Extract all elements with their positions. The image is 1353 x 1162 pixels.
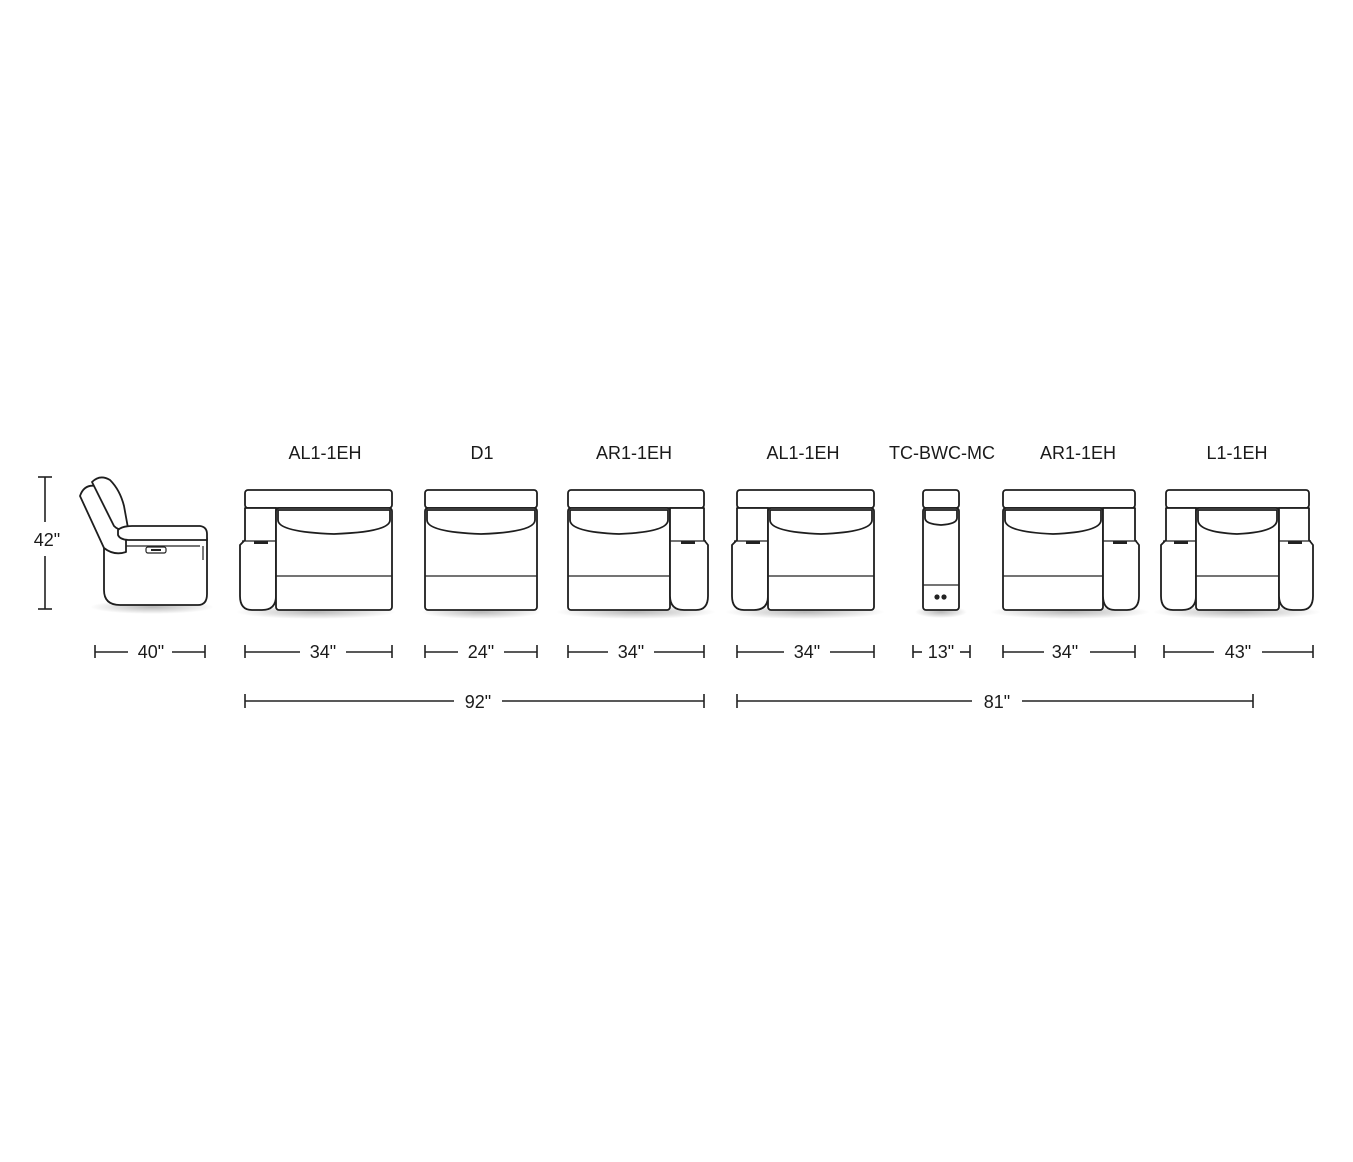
- module-al1-1eh-2: [725, 489, 885, 619]
- group-total-1: 92": [465, 692, 491, 712]
- group-total-dimensions: 92" 81": [244, 692, 1254, 712]
- side-depth-dimension: 40": [94, 642, 206, 662]
- module-label-2: D1: [470, 443, 493, 463]
- height-label: 42": [34, 530, 60, 550]
- module-label-5: TC-BWC-MC: [889, 443, 995, 463]
- module-width-4: 34": [794, 642, 820, 662]
- module-ar1-1eh-2: [990, 489, 1150, 619]
- module-width-6: 34": [1052, 642, 1078, 662]
- module-labels: AL1-1EH D1 AR1-1EH AL1-1EH TC-BWC-MC AR1…: [288, 443, 1267, 463]
- module-width-dimensions: 34" 24" 34" 34" 13" 34" 43: [244, 642, 1314, 662]
- cupholder-icon: [941, 594, 947, 600]
- module-ar1-1eh-1: [556, 489, 716, 619]
- height-dimension: 42": [34, 476, 60, 610]
- recliner-side-view: [79, 476, 214, 614]
- module-al1-1eh-1: [236, 489, 396, 619]
- group-total-2: 81": [984, 692, 1010, 712]
- module-width-1: 34": [310, 642, 336, 662]
- module-width-3: 34": [618, 642, 644, 662]
- module-label-6: AR1-1EH: [1040, 443, 1116, 463]
- module-label-7: L1-1EH: [1206, 443, 1267, 463]
- side-depth-label: 40": [138, 642, 164, 662]
- module-label-1: AL1-1EH: [288, 443, 361, 463]
- module-width-5: 13": [928, 642, 954, 662]
- module-label-4: AL1-1EH: [766, 443, 839, 463]
- module-d1: [421, 489, 541, 619]
- module-tc-bwc-mc: [915, 489, 967, 618]
- cupholder-icon: [934, 594, 940, 600]
- module-l1-1eh: [1153, 489, 1321, 619]
- module-width-2: 24": [468, 642, 494, 662]
- module-label-3: AR1-1EH: [596, 443, 672, 463]
- module-width-7: 43": [1225, 642, 1251, 662]
